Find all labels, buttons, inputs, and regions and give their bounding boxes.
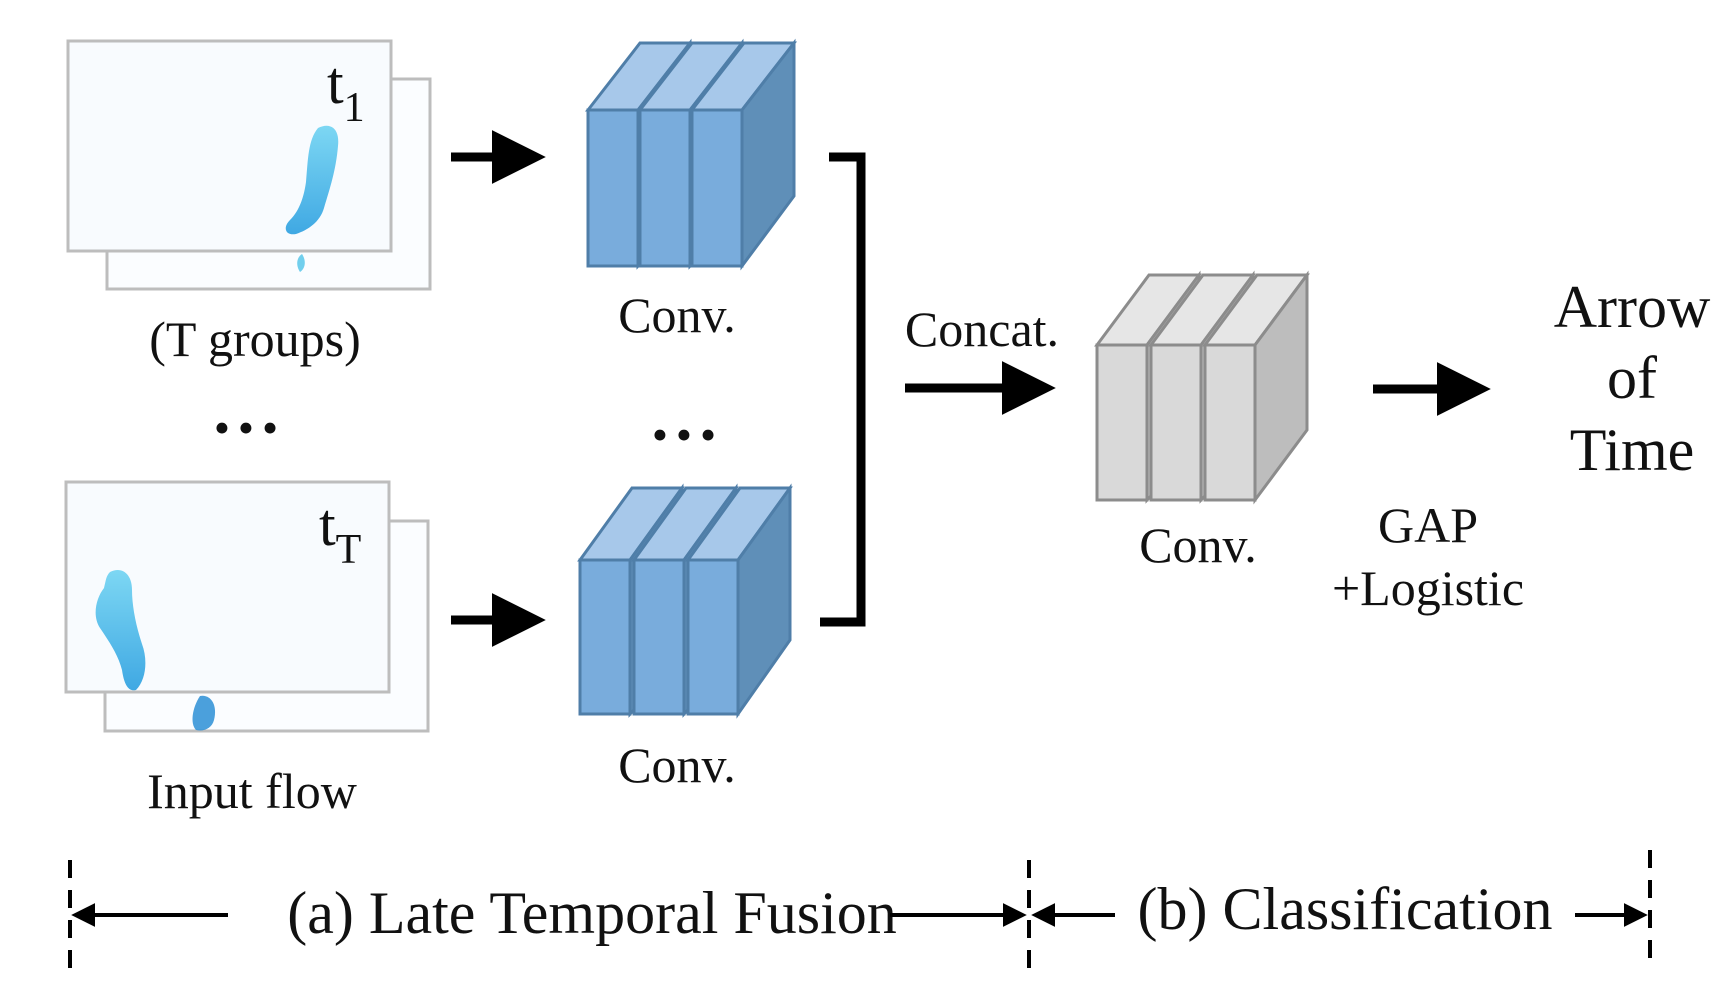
output-line-time: Time: [1570, 417, 1695, 483]
conv-ellipsis: •••: [652, 409, 724, 460]
concat-bracket: [820, 152, 866, 627]
input-flow-caption: Input flow: [147, 763, 357, 819]
time-label-tT: tT: [319, 492, 361, 573]
output-line-of: of: [1607, 345, 1657, 411]
conv-stack-top: [584, 38, 798, 271]
input-flow-top: t1: [66, 39, 432, 291]
section-a-label: (a) Late Temporal Fusion: [287, 880, 897, 946]
conv-label-top: Conv.: [618, 287, 736, 343]
output-line-arrow: Arrow: [1554, 274, 1711, 340]
time-label-t1: t1: [327, 50, 365, 131]
classifier-conv-label: Conv.: [1139, 517, 1257, 573]
flow-blob: [285, 125, 339, 235]
input-flow-bottom: tT: [64, 480, 430, 733]
logistic-label: +Logistic: [1332, 560, 1524, 616]
section-b-label: (b) Classification: [1138, 876, 1553, 942]
gap-label: GAP: [1378, 497, 1478, 553]
concat-label: Concat.: [905, 301, 1059, 357]
conv-stack-bottom: [577, 483, 793, 719]
flow-blob: [95, 570, 146, 691]
conv-stack-classifier: [1094, 270, 1310, 505]
input-ellipsis: •••: [214, 402, 286, 453]
flow-blob: [297, 254, 305, 272]
flow-blob: [192, 695, 216, 731]
conv-label-bottom: Conv.: [618, 737, 736, 793]
t-groups-caption: (T groups): [149, 311, 361, 367]
